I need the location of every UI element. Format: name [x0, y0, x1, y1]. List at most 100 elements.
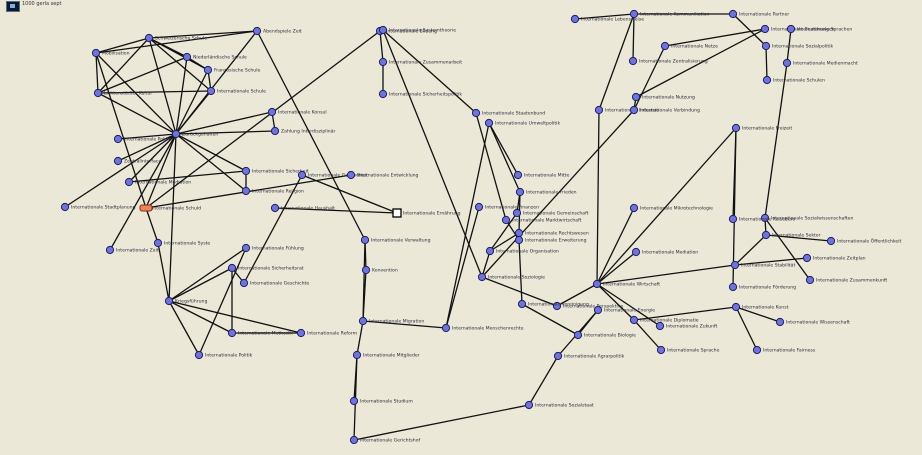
- graph-node-marker[interactable]: [760, 24, 770, 34]
- graph-node[interactable]: Internationale Sicherheit: [241, 166, 309, 176]
- graph-node-marker[interactable]: [501, 215, 511, 225]
- graph-node-marker[interactable]: [349, 396, 359, 406]
- graph-node-marker[interactable]: [346, 170, 356, 180]
- graph-node-marker[interactable]: [629, 9, 639, 19]
- graph-node[interactable]: Internationale Nutzung: [631, 92, 695, 102]
- graph-node[interactable]: Internationale Religion: [241, 186, 304, 196]
- graph-node[interactable]: Internationale Freizeit: [731, 123, 792, 133]
- graph-node[interactable]: Internationale Netze: [660, 41, 718, 51]
- graph-node[interactable]: Internationale Vereinigung: [517, 299, 589, 309]
- graph-node-marker[interactable]: [474, 202, 484, 212]
- graph-node[interactable]: Internationale Reform: [296, 328, 358, 338]
- graph-node-marker[interactable]: [593, 305, 603, 315]
- graph-node-marker[interactable]: [171, 129, 181, 139]
- graph-node-marker[interactable]: [378, 25, 388, 35]
- graph-node[interactable]: Internationale Energie: [593, 305, 655, 315]
- graph-node[interactable]: Internationale Methodik: [227, 328, 293, 338]
- graph-node-marker[interactable]: [360, 235, 370, 245]
- graph-node[interactable]: Internationale Partner: [728, 9, 789, 19]
- graph-node[interactable]: Internationale Verbindung: [629, 105, 700, 115]
- graph-node-marker[interactable]: [761, 41, 771, 51]
- graph-node[interactable]: Internationale Zukunft: [655, 321, 718, 331]
- graph-node-marker[interactable]: [392, 208, 402, 218]
- graph-node-marker[interactable]: [731, 123, 741, 133]
- graph-node-marker[interactable]: [761, 230, 771, 240]
- graph-node-marker[interactable]: [752, 345, 762, 355]
- graph-node-marker[interactable]: [124, 177, 134, 187]
- graph-node-marker[interactable]: [512, 208, 522, 218]
- graph-node-marker[interactable]: [194, 350, 204, 360]
- graph-node[interactable]: Internationale Sektor: [761, 230, 821, 240]
- graph-node[interactable]: Internationale Schuld: [139, 204, 201, 212]
- graph-node[interactable]: Internationale Fairness: [752, 345, 816, 355]
- graph-node[interactable]: Internationale Sprache: [656, 345, 720, 355]
- graph-node-marker[interactable]: [182, 52, 192, 62]
- graph-node[interactable]: Zentralinterface: [113, 156, 161, 166]
- graph-node[interactable]: Internationale Sicherheitsrat: [227, 263, 304, 273]
- graph-node[interactable]: Internationale Schulen: [762, 75, 825, 85]
- graph-node[interactable]: Internationale Finanzen: [474, 202, 539, 212]
- graph-node-marker[interactable]: [484, 118, 494, 128]
- graph-node-marker[interactable]: [352, 350, 362, 360]
- graph-node-marker[interactable]: [514, 235, 524, 245]
- graph-node[interactable]: Internationale Stadtplanung: [60, 202, 136, 212]
- graph-node-marker[interactable]: [514, 228, 524, 238]
- graph-node[interactable]: Internationale Geschichte: [239, 278, 309, 288]
- graph-node[interactable]: Internationale Zusammenkunft: [805, 275, 887, 285]
- graph-node[interactable]: Internationale Erweiterung: [514, 235, 587, 245]
- graph-node-marker[interactable]: [730, 260, 740, 270]
- graph-node-marker[interactable]: [252, 26, 262, 36]
- graph-node[interactable]: Internationale Sozialstaat: [524, 400, 594, 410]
- graph-node[interactable]: Internationale Gemeinschaft: [512, 208, 589, 218]
- graph-node[interactable]: Internationale Biologie: [573, 330, 636, 340]
- graph-node[interactable]: Schweizerische Schule: [144, 33, 207, 43]
- graph-node[interactable]: Internationale Umweltpolitik: [484, 118, 560, 128]
- graph-node[interactable]: Internationale Sozialwissenschaften: [760, 213, 853, 223]
- graph-node[interactable]: Französische Schule: [203, 65, 260, 75]
- graph-node[interactable]: Internationale Wirtschaft: [592, 279, 660, 289]
- graph-node-marker[interactable]: [239, 278, 249, 288]
- graph-node[interactable]: Internationale Fühlung: [241, 243, 304, 253]
- graph-node[interactable]: Internationale Zusammenarbeit: [378, 57, 462, 67]
- graph-node-marker[interactable]: [826, 236, 836, 246]
- graph-node-marker[interactable]: [629, 105, 639, 115]
- graph-node-marker[interactable]: [113, 156, 123, 166]
- graph-node-marker[interactable]: [206, 86, 216, 96]
- graph-node[interactable]: Internationale Förderung: [728, 282, 796, 292]
- graph-node[interactable]: Internationale Organisation: [485, 246, 559, 256]
- graph-node[interactable]: Internationale Frieden: [515, 187, 577, 197]
- graph-node-marker[interactable]: [203, 65, 213, 75]
- graph-node[interactable]: Internationale Migration: [358, 316, 424, 326]
- graph-node[interactable]: Internationale Reisebüro: [728, 214, 796, 224]
- graph-node-marker[interactable]: [631, 92, 641, 102]
- graph-node-marker[interactable]: [378, 89, 388, 99]
- graph-node[interactable]: Internationale Staatenbund: [471, 108, 545, 118]
- graph-node[interactable]: Internationale Haushalt: [270, 203, 335, 213]
- graph-node-marker[interactable]: [802, 253, 812, 263]
- graph-node[interactable]: Internationale Mediation: [631, 247, 698, 257]
- graph-node-marker[interactable]: [513, 170, 523, 180]
- graph-node-marker[interactable]: [524, 400, 534, 410]
- graph-node[interactable]: Internationale Politik: [113, 134, 172, 144]
- graph-node-marker[interactable]: [477, 272, 487, 282]
- graph-node[interactable]: Internationale Verwaltung: [360, 235, 431, 245]
- graph-node[interactable]: Internationale Rechtswesen: [514, 228, 589, 238]
- graph-node-marker[interactable]: [731, 302, 741, 312]
- graph-node-marker[interactable]: [629, 315, 639, 325]
- graph-node[interactable]: Abendspiele Zeit: [252, 26, 302, 36]
- graph-node-marker[interactable]: [592, 279, 602, 289]
- graph-node[interactable]: Internationale Studium: [349, 396, 413, 406]
- graph-node-marker[interactable]: [573, 330, 583, 340]
- graph-node-marker[interactable]: [270, 203, 280, 213]
- graph-node[interactable]: Internationale Entwicklung: [346, 170, 419, 180]
- graph-node-marker[interactable]: [164, 296, 174, 306]
- graph-node-marker[interactable]: [153, 238, 163, 248]
- graph-node[interactable]: Internationale Soziologie: [477, 272, 545, 282]
- graph-node-marker[interactable]: [728, 214, 738, 224]
- graph-node[interactable]: Zurückgehalten: [171, 129, 218, 139]
- graph-node-marker[interactable]: [485, 246, 495, 256]
- graph-node[interactable]: Internationale Zentralisierung: [628, 56, 708, 66]
- graph-node[interactable]: Internationale Syste: [153, 238, 210, 248]
- graph-node-marker[interactable]: [655, 321, 665, 331]
